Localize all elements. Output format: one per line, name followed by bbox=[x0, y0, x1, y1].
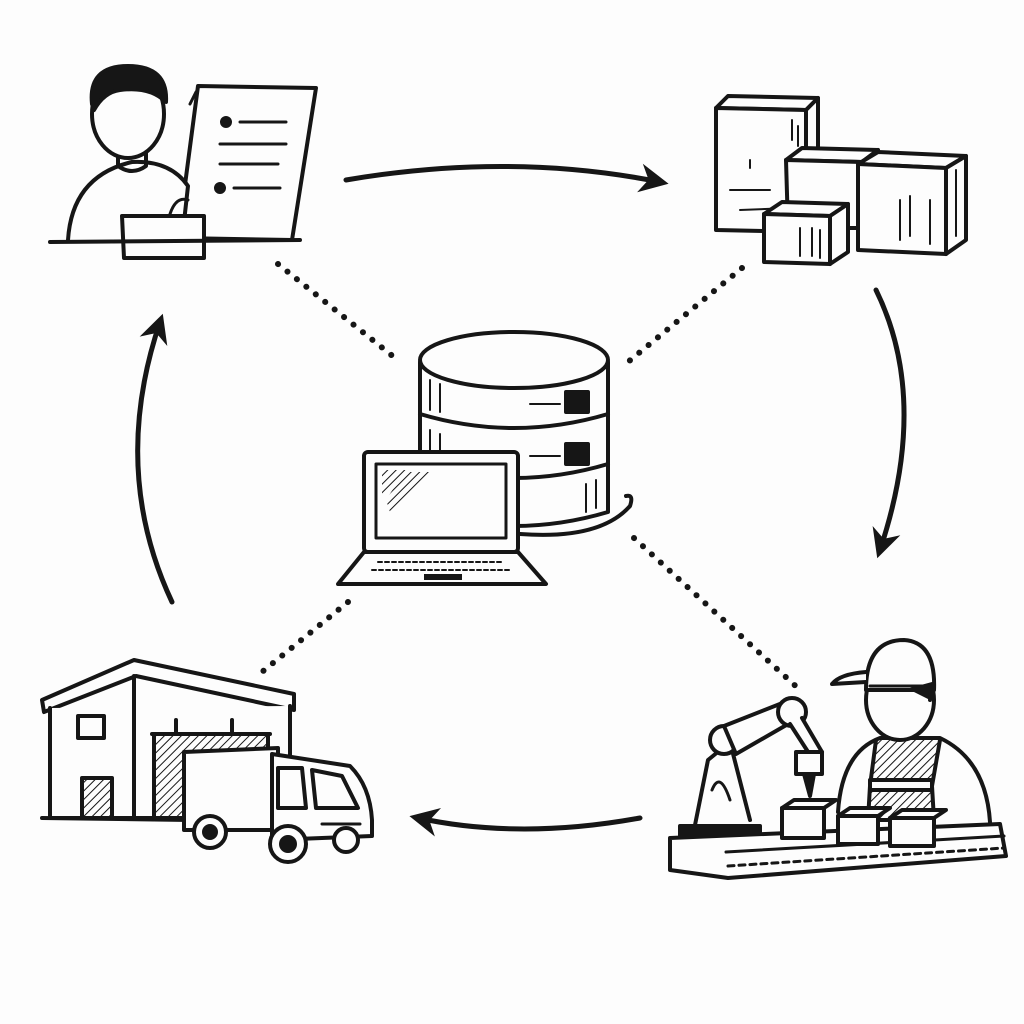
desk-line bbox=[48, 238, 302, 244]
product-box bbox=[888, 816, 936, 848]
link-hub-inventory bbox=[625, 265, 745, 365]
arrow-inventory-to-production bbox=[872, 287, 907, 559]
production-robot-worker-icon bbox=[668, 638, 1008, 880]
hub-database-laptop-icon bbox=[336, 330, 634, 586]
link-hub-production bbox=[631, 535, 803, 693]
laptop-icon bbox=[336, 450, 548, 586]
shipping-warehouse-truck-icon bbox=[40, 658, 374, 864]
product-box bbox=[836, 814, 880, 846]
truck-wheel bbox=[332, 826, 360, 854]
link-hub-order bbox=[275, 261, 403, 365]
order-person-icon bbox=[48, 64, 318, 260]
truck-cargo bbox=[182, 746, 280, 832]
flow-arrows bbox=[135, 163, 907, 837]
dotted-links bbox=[259, 261, 803, 693]
link-hub-shipping bbox=[259, 599, 351, 675]
arrow-order-to-inventory bbox=[343, 163, 669, 193]
arrow-shipping-to-order bbox=[135, 313, 175, 605]
arrow-production-to-shipping bbox=[409, 808, 643, 837]
person-hair bbox=[89, 64, 169, 112]
warehouse-roof bbox=[40, 658, 296, 714]
worker-cap bbox=[864, 638, 937, 692]
product-box bbox=[780, 806, 826, 840]
inventory-boxes-icon bbox=[714, 94, 968, 266]
